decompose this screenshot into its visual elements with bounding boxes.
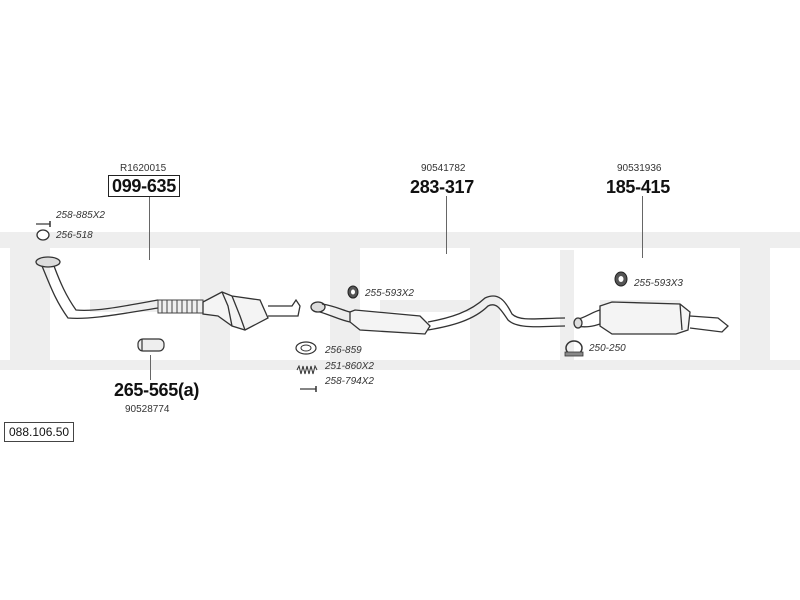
spring-icon [296,362,318,380]
accessory-code[interactable]: 255-593X2 [365,288,414,299]
leader-line-099-635 [149,196,150,260]
accessory-code[interactable]: 256-518 [56,230,93,241]
oem-number-label: 90528774 [125,404,170,415]
part-number-label[interactable]: 283-317 [410,177,474,197]
bolt-icon [36,214,54,232]
bolt-icon [300,379,320,397]
part-number-label[interactable]: 265-565(a) [114,380,200,400]
oem-number-label: 90541782 [421,163,466,174]
pipe-clamp-icon [563,339,585,362]
catalytic-converter [202,291,301,331]
gasket-ring-icon [35,228,51,247]
flex-pipe [157,299,204,314]
accessory-code[interactable]: 258-885X2 [56,210,105,221]
leader-line-283-317 [446,196,447,254]
accessory-code[interactable]: 256-859 [325,345,362,356]
front-downpipe [35,256,159,320]
oem-number-label: 90531936 [617,163,662,174]
accessory-code[interactable]: 251-860X2 [325,361,374,372]
accessory-code[interactable]: 258-794X2 [325,376,374,387]
oem-number-label: R1620015 [120,163,167,174]
flange-gasket-icon [294,340,318,361]
accessory-code[interactable]: 250-250 [589,343,626,354]
leader-line-185-415 [642,196,643,258]
accessory-code[interactable]: 255-593X3 [634,278,683,289]
rubber-mount-icon [346,285,360,304]
middle-silencer-pipe [310,295,566,335]
rear-silencer [573,301,729,335]
intermediate-pipe-small [137,338,165,352]
part-number-label[interactable]: 185-415 [606,177,670,197]
diagram-reference-number: 088.106.50 [4,422,75,442]
rubber-mount-icon [613,271,629,292]
leader-line-265-565 [150,355,151,380]
part-number-label[interactable]: 099-635 [108,175,180,197]
